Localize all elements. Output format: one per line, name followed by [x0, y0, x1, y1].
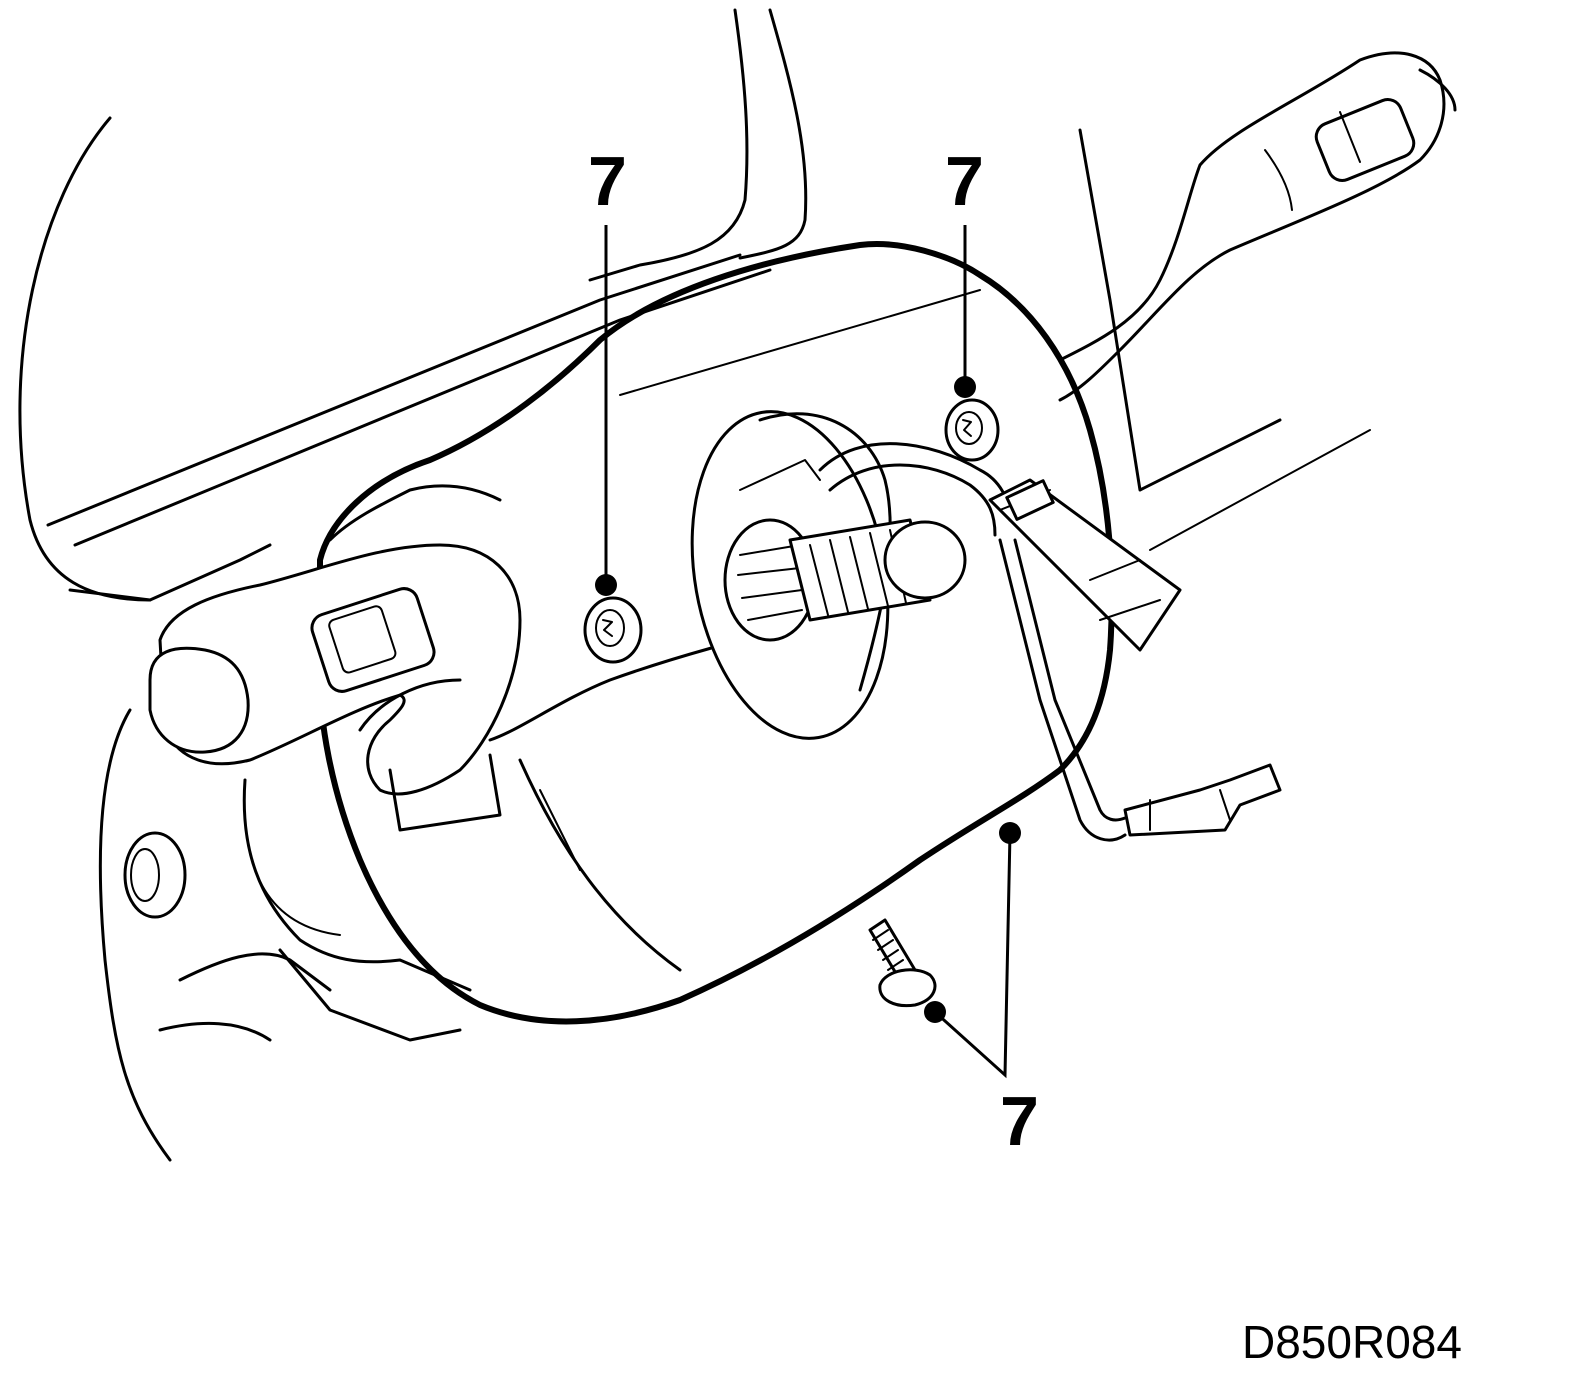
- wiring-harness-icon: [818, 442, 1282, 842]
- upper-shroud-icon: [18, 8, 981, 602]
- leader-dot-screw: [924, 1001, 946, 1023]
- right-switch-stalk-icon: [1058, 51, 1457, 551]
- figure-reference: D850R084: [1242, 1316, 1462, 1368]
- left-switch-stalk-icon: [148, 543, 522, 796]
- leader-dot-housing: [999, 822, 1021, 844]
- callout-label-bottom: 7: [1000, 1082, 1039, 1160]
- callout-label-right: 7: [945, 142, 984, 220]
- steering-shaft-icon: [690, 410, 967, 740]
- callout-label-left: 7: [588, 142, 627, 220]
- upper-connector-icon: [988, 478, 1182, 652]
- lower-connector-icon: [1123, 763, 1282, 837]
- callout-leaders: [595, 225, 1021, 1079]
- loose-screw-icon: [868, 918, 937, 1008]
- lower-bracket-icon: [98, 708, 502, 1162]
- screw-icon-right: [944, 398, 1000, 462]
- leader-dot-left: [595, 574, 617, 596]
- leader-dot-right: [954, 376, 976, 398]
- screw-icon-left: [583, 596, 643, 664]
